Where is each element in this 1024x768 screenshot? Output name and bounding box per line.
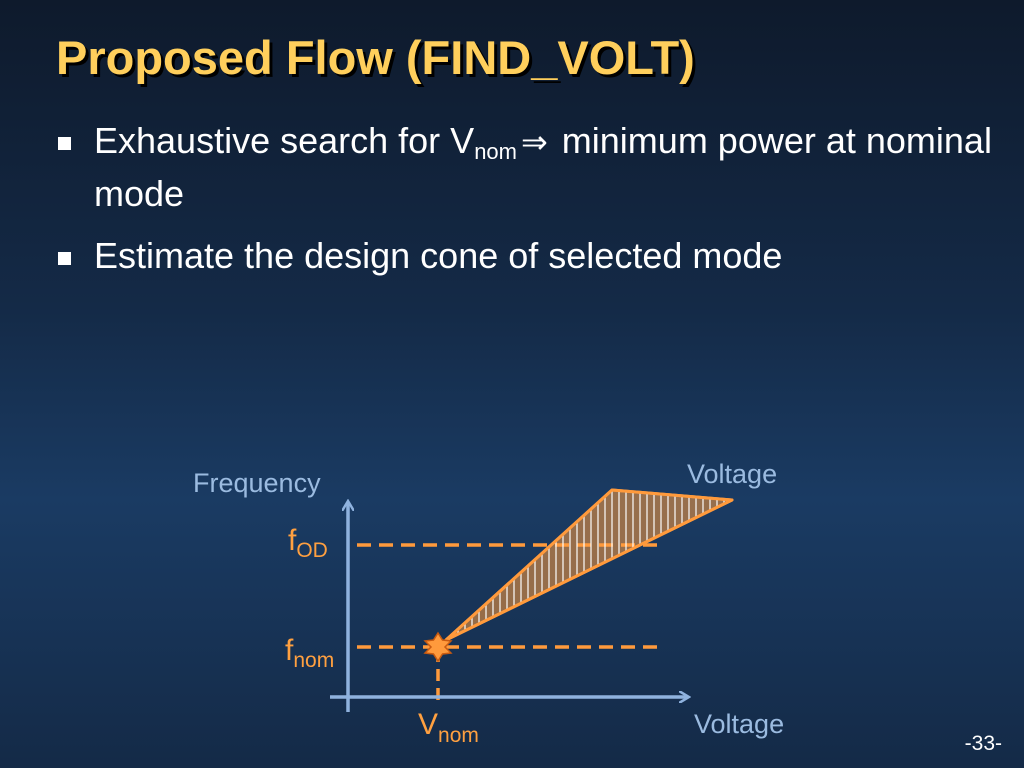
f-nom-sub: nom (293, 649, 334, 672)
implies-arrow-icon: ⇒ (520, 123, 548, 161)
design-cone-outline (444, 488, 734, 642)
bullet-text: Estimate the design cone of selected mod… (94, 235, 783, 276)
page-number: -33- (964, 732, 1002, 755)
bullet-list: Exhaustive search for Vnom⇒ minimum powe… (56, 120, 996, 297)
x-axis-label: Voltage (694, 709, 784, 739)
bullet-item-exhaustive-search: Exhaustive search for Vnom⇒ minimum powe… (56, 120, 996, 215)
f-nom-label: fnom (285, 634, 334, 672)
nominal-point-star-icon (423, 631, 453, 663)
v-nom-label: Vnom (418, 708, 479, 747)
bullet-text-pre: Exhaustive search for V (94, 120, 475, 161)
design-cone-hatch (446, 490, 732, 640)
cone-voltage-label: Voltage (687, 459, 777, 489)
square-bullet-icon (58, 252, 71, 265)
bullet-item-design-cone: Estimate the design cone of selected mod… (56, 235, 996, 277)
f-od-sub: OD (296, 539, 328, 562)
f-nom-base: f (285, 634, 294, 667)
f-od-base: f (288, 524, 297, 557)
bullet-subscript-nom: nom (474, 139, 517, 164)
square-bullet-icon (58, 137, 71, 150)
v-nom-sub: nom (438, 724, 479, 747)
slide-title: Proposed Flow (FIND_VOLT) (56, 31, 695, 84)
bullet-text-post: minimum power at nominal mode (94, 120, 992, 214)
f-od-label: fOD (288, 524, 328, 562)
v-nom-base: V (418, 708, 438, 741)
y-axis-label: Frequency (193, 468, 321, 498)
